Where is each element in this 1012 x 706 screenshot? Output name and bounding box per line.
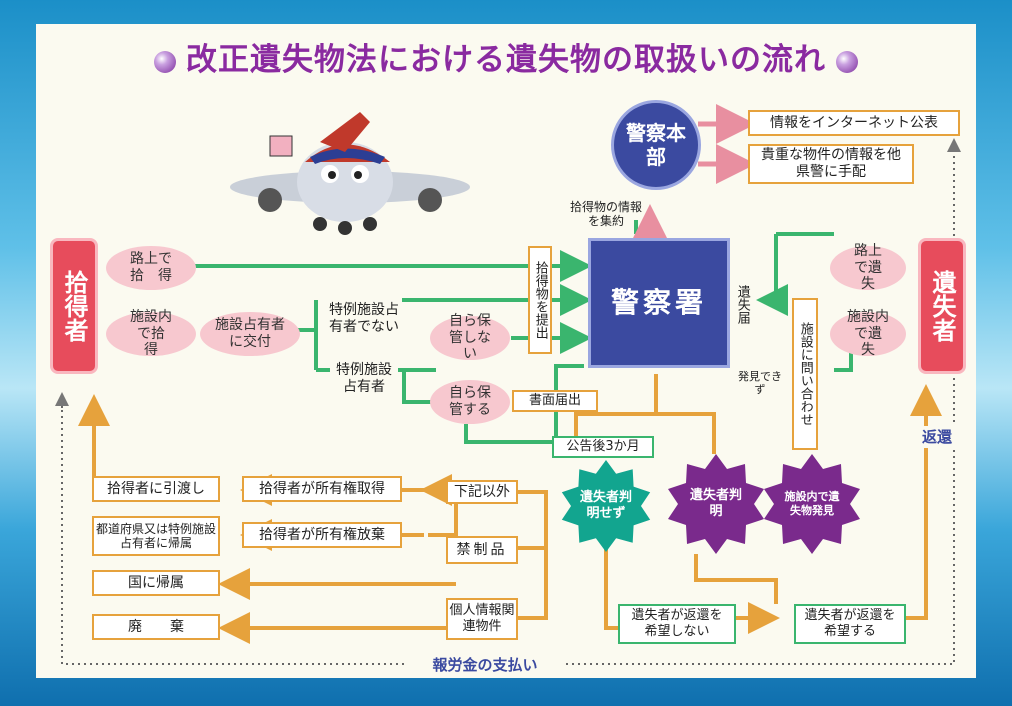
inquire-facility-box: 施設に問い合わせ — [792, 298, 818, 450]
loss-report-label: 遺失届 — [732, 274, 752, 334]
special-label: 特例施設占有者 — [330, 358, 398, 400]
hand-to-owner-node: 施設占有者に交付 — [200, 312, 300, 356]
want-return-box: 遺失者が返還を希望する — [794, 604, 906, 644]
no-return-box: 遺失者が返還を希望しない — [618, 604, 736, 644]
finder-acquire-box: 拾得者が所有権取得 — [242, 476, 402, 502]
finder-node: 拾得者 — [50, 238, 98, 374]
owner-unknown-label: 遺失者判明せず — [580, 490, 632, 523]
reward-label: 報労金の支払い — [410, 654, 560, 676]
others-box: 下記以外 — [446, 480, 518, 504]
police-hq-node: 警察本部 — [611, 100, 701, 190]
belong-pref-box: 都道府県又は特例施設占有者に帰属 — [92, 516, 220, 556]
found-in-facility-label: 施設内で遺失物発見 — [780, 490, 844, 518]
deliver-finder-box: 拾得者に引渡し — [92, 476, 220, 502]
written-notice-box: 書面届出 — [512, 390, 598, 412]
police-station-node: 警察署 — [588, 238, 730, 368]
diagram-panel: 改正遺失物法における遺失物の取扱いの流れ — [36, 24, 976, 678]
loss-report-text: 遺失届 — [734, 285, 750, 324]
info-other-box: 貴重な物件の情報を他県警に手配 — [748, 144, 914, 184]
self-keep-no-node: 自ら保管しない — [430, 316, 510, 360]
collect-info-label: 拾得物の情報を集約 — [566, 194, 646, 234]
not-found-label: 発見できず — [734, 366, 786, 400]
belong-country-box: 国に帰属 — [92, 570, 220, 596]
return-label: 返還 — [914, 426, 960, 448]
notice-3m-box: 公告後3か月 — [552, 436, 654, 458]
road-find-node: 路上で拾 得 — [106, 246, 196, 290]
finder-waive-box: 拾得者が所有権放棄 — [242, 522, 402, 548]
dispose-box: 廃 棄 — [92, 614, 220, 640]
airplane-illustration — [220, 112, 480, 242]
inquire-facility-label: 施設に問い合わせ — [797, 322, 813, 426]
facility-lose-node: 施設内で遺 失 — [830, 312, 906, 356]
facility-find-node: 施設内で拾 得 — [106, 312, 196, 356]
banned-box: 禁制品 — [446, 536, 518, 564]
police-hq-label: 警察本部 — [624, 121, 688, 169]
submit-item-box: 拾得物を提出 — [528, 246, 552, 354]
personal-info-box: 個人情報関連物件 — [446, 598, 518, 640]
owner-known-label: 遺失者判 明 — [686, 488, 746, 521]
submit-item-label: 拾得物を提出 — [532, 261, 548, 339]
road-lose-node: 路上で遺 失 — [830, 246, 906, 290]
loser-label: 遺失者 — [927, 270, 957, 342]
finder-label: 拾得者 — [59, 270, 89, 342]
loser-node: 遺失者 — [918, 238, 966, 374]
special-not-label: 特例施設占有者でない — [326, 290, 402, 348]
self-keep-yes-node: 自ら保管する — [430, 380, 510, 424]
info-internet-box: 情報をインターネット公表 — [748, 110, 960, 136]
